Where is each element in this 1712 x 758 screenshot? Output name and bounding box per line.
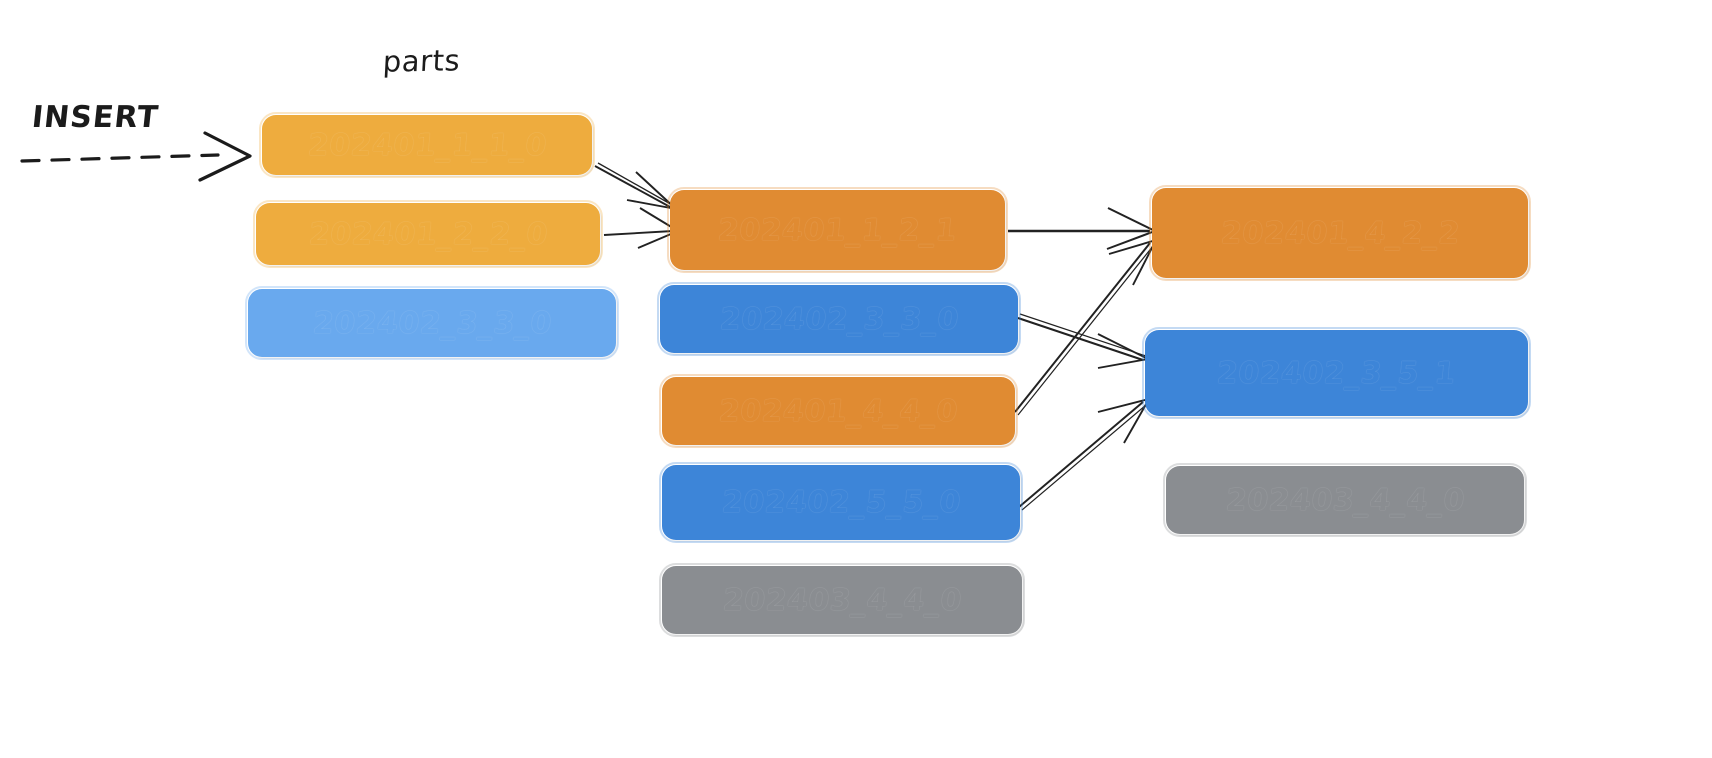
part-box-202403_4_4_0[interactable]: 202403_4_4_0 <box>659 563 1025 637</box>
part-box-202403_4_4_0[interactable]: 202403_4_4_0 <box>1163 463 1527 537</box>
edge-202402_5_5_0-to-202402_3_5_1 <box>1018 398 1150 511</box>
part-box-202401_1_2_1[interactable]: 202401_1_2_1 <box>667 187 1008 273</box>
part-label: 202402_5_5_0 <box>720 485 962 520</box>
edge-202401_4_4_0-to-202401_4_2_2 <box>1014 239 1157 416</box>
part-box-202401_4_2_2[interactable]: 202401_4_2_2 <box>1149 185 1531 281</box>
part-label: 202401_4_2_2 <box>1219 215 1461 251</box>
part-box-202401_4_4_0[interactable]: 202401_4_4_0 <box>659 374 1018 448</box>
part-label: 202402_3_3_0 <box>311 305 553 341</box>
part-label: 202402_3_3_0 <box>718 301 960 337</box>
part-label: 202402_3_5_1 <box>1215 355 1458 391</box>
part-box-202402_5_5_0[interactable]: 202402_5_5_0 <box>659 462 1023 543</box>
part-box-202401_2_2_0[interactable]: 202401_2_2_0 <box>253 200 603 268</box>
insert-arrow <box>20 131 252 182</box>
part-box-202401_1_1_0[interactable]: 202401_1_1_0 <box>259 112 595 178</box>
part-label: 202401_4_4_0 <box>717 393 960 429</box>
part-label: 202403_4_4_0 <box>1224 482 1466 518</box>
part-box-202402_3_3_0[interactable]: 202402_3_3_0 <box>657 282 1021 356</box>
edge-202402_3_3_0-to-202402_3_5_1 <box>1017 313 1149 369</box>
edge-202401_1_2_1-to-202401_4_2_2 <box>1008 207 1156 250</box>
part-box-202402_3_5_1[interactable]: 202402_3_5_1 <box>1142 327 1531 419</box>
edge-202401_2_2_0-to-202401_1_2_1 <box>603 207 679 249</box>
part-label: 202401_1_2_1 <box>716 212 959 248</box>
insert-label: INSERT <box>30 100 161 135</box>
part-label: 202401_1_1_0 <box>306 127 548 163</box>
part-box-202402_3_3_0[interactable]: 202402_3_3_0 <box>245 286 619 360</box>
part-label: 202401_2_2_0 <box>307 216 549 252</box>
edge-202401_1_1_0-to-202401_1_2_1 <box>594 162 677 210</box>
parts-title: parts <box>382 43 462 79</box>
part-label: 202403_4_4_0 <box>721 582 963 618</box>
